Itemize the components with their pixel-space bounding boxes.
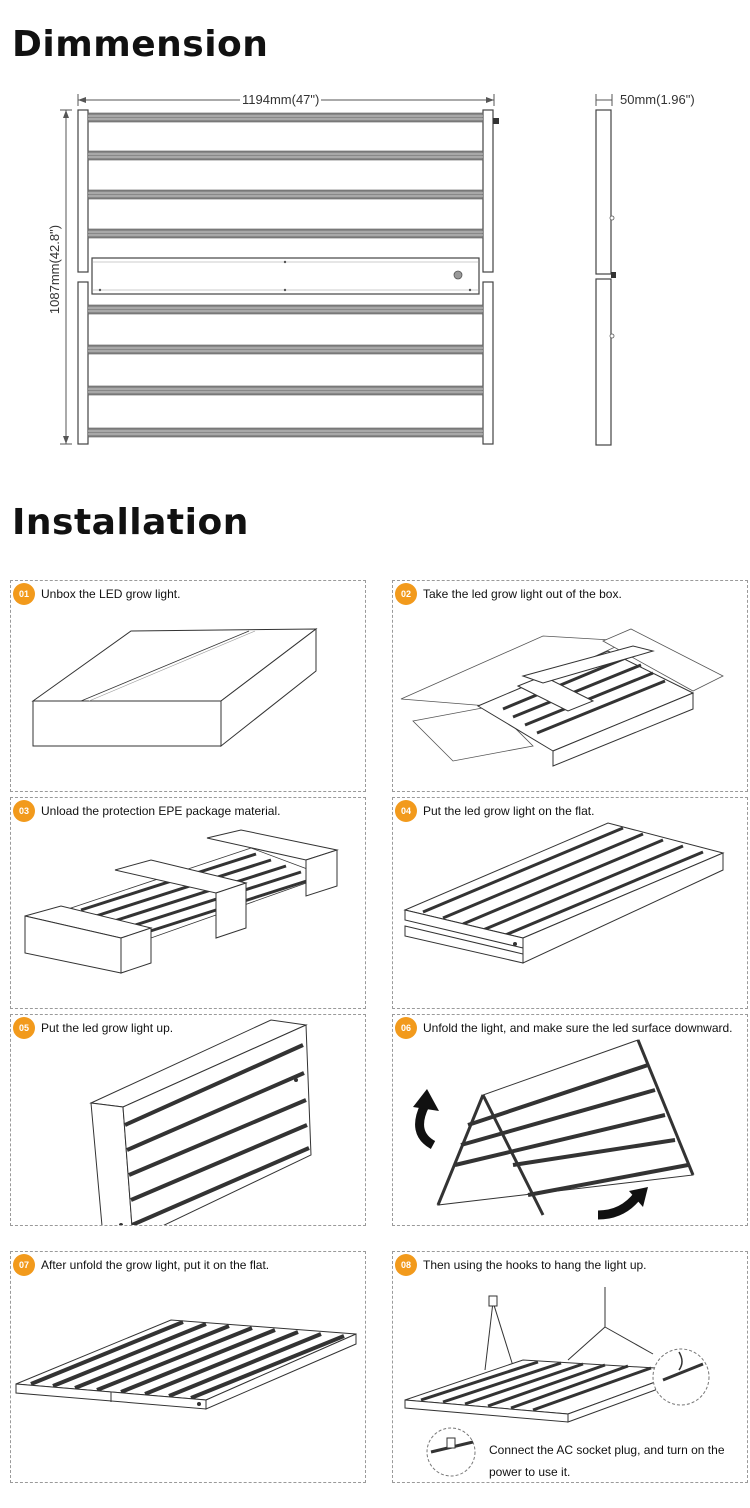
step-instruction: After unfold the grow light, put it on t… <box>41 1258 270 1272</box>
step-01-panel: 01 Unbox the LED grow light. <box>10 580 366 792</box>
open-box-illustration <box>400 628 724 767</box>
step-08-panel: 08 Then using the hooks to hang the ligh… <box>392 1251 748 1483</box>
step-number-badge: 07 <box>13 1254 35 1276</box>
unpacking-illustration <box>24 829 339 974</box>
height-dimension-label: 1087mm(42.8") <box>47 222 63 317</box>
folded-light-flat-illustration <box>403 822 725 964</box>
depth-dimension-label: 50mm(1.96") <box>618 92 697 107</box>
step-number-badge: 06 <box>395 1017 417 1039</box>
dimension-title: Dimmension <box>12 24 269 65</box>
power-note-line-1: Connect the AC socket plug, and turn on … <box>489 1443 725 1457</box>
step-instruction: Take the led grow light out of the box. <box>423 587 622 601</box>
step-06-panel: 06 Unfold the light, and make sure the l… <box>392 1014 748 1226</box>
unfolding-light-illustration <box>413 1039 695 1220</box>
step-02-panel: 02 Take the led grow light out of the bo… <box>392 580 748 792</box>
step-07-panel: 07 After unfold the grow light, put it o… <box>10 1251 366 1483</box>
step-instruction: Then using the hooks to hang the light u… <box>423 1258 647 1272</box>
width-dimension-label: 1194mm(47") <box>240 92 322 107</box>
step-04-panel: 04 Put the led grow light on the flat. <box>392 797 748 1009</box>
step-instruction: Put the led grow light on the flat. <box>423 804 595 818</box>
hanging-light-illustration <box>404 1287 710 1477</box>
front-view-drawing <box>60 94 616 446</box>
step-number-badge: 03 <box>13 800 35 822</box>
step-05-panel: 05 Put the led grow light up. <box>10 1014 366 1226</box>
step-number-badge: 01 <box>13 583 35 605</box>
step-03-panel: 03 Unload the protection EPE package mat… <box>10 797 366 1009</box>
step-number-badge: 05 <box>13 1017 35 1039</box>
step-instruction: Unfold the light, and make sure the led … <box>423 1021 733 1035</box>
step-instruction: Unload the protection EPE package materi… <box>41 804 281 818</box>
light-standing-up-illustration <box>89 1019 312 1225</box>
unfolded-light-flat-illustration <box>15 1319 357 1410</box>
step-number-badge: 08 <box>395 1254 417 1276</box>
step-instruction: Unbox the LED grow light. <box>41 587 181 601</box>
installation-title: Installation <box>12 502 249 543</box>
power-note-line-2: power to use it. <box>489 1465 571 1479</box>
closed-box-illustration <box>31 627 318 748</box>
step-instruction: Put the led grow light up. <box>41 1021 174 1035</box>
step-number-badge: 02 <box>395 583 417 605</box>
step-number-badge: 04 <box>395 800 417 822</box>
